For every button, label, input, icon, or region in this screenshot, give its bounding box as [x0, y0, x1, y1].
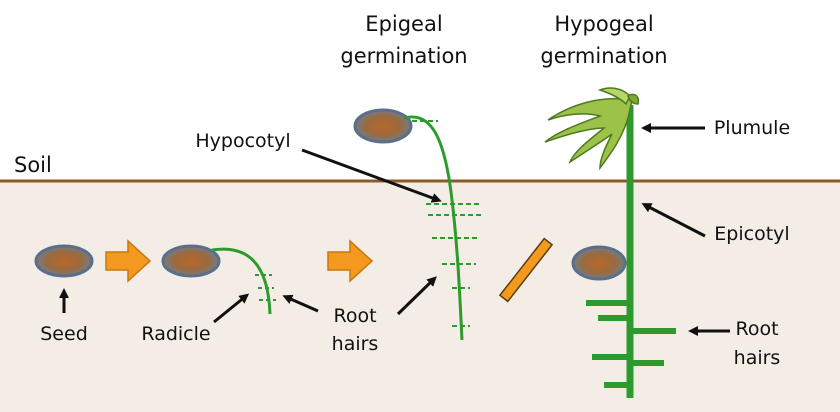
root-hairs-pointer-left: [282, 294, 319, 313]
soil-label: Soil: [14, 153, 52, 177]
root-hairs-right-label-line2: hairs: [734, 347, 781, 369]
radicle-label: Radicle: [141, 323, 210, 345]
hypocotyl-label: Hypocotyl: [195, 130, 290, 152]
epigeal-heading-line1: Epigeal: [365, 12, 442, 36]
hypogeal-heading-line2: germination: [540, 44, 667, 68]
epigeal-seed-icon: [353, 108, 413, 144]
epigeal-heading-line2: germination: [340, 44, 467, 68]
orange-right-arrow-1: [105, 239, 152, 283]
soil-area: [0, 181, 840, 412]
hypocotyl-pointer-arrow: [301, 148, 442, 203]
seed-label: Seed: [40, 323, 88, 345]
root-hairs-right-label-line1: Root: [735, 318, 778, 340]
leaf-cluster-icon: [544, 87, 640, 171]
root-hairs-label-line1: Root: [333, 305, 376, 327]
plumule-label: Plumule: [714, 117, 790, 139]
radicle-pointer-arrow: [213, 293, 250, 324]
hypogeal-seed-icon: [571, 245, 627, 281]
seed-icon-2: [161, 244, 221, 278]
root-hairs-pointer-right: [396, 276, 437, 316]
orange-slash-separator: [498, 237, 554, 303]
epicotyl-label: Epicotyl: [714, 223, 789, 245]
root-hairs-label-line2: hairs: [332, 333, 379, 355]
orange-right-arrow-2: [327, 239, 374, 283]
radicle-stem: [211, 247, 272, 315]
hypogeal-heading-line1: Hypogeal: [554, 12, 653, 36]
seed-icon: [34, 244, 94, 278]
epicotyl-pointer-arrow: [641, 203, 706, 238]
